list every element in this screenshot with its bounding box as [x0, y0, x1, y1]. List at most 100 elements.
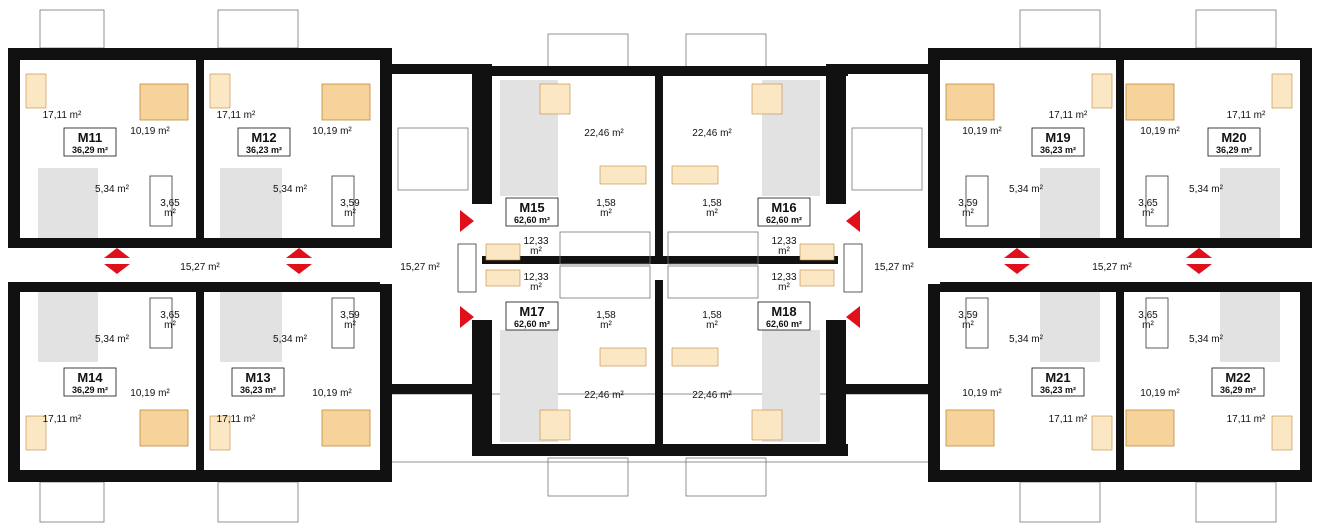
- room-area-label: 10,19 m²: [312, 388, 352, 399]
- room-area-label: 15,27 m²: [400, 262, 440, 273]
- room-area-label: 1,58: [702, 198, 722, 209]
- room-area-label: m²: [962, 208, 974, 219]
- room-area-label: 3,59: [340, 198, 360, 209]
- room-area-label: m²: [530, 246, 542, 257]
- entry-arrow-left-icon: [846, 210, 860, 232]
- room-area-label: 22,46 m²: [692, 390, 732, 401]
- unit-label-box: [237, 127, 291, 157]
- unit-size: 36,29 m²: [1220, 385, 1256, 395]
- room-area-label: 17,11 m²: [1049, 110, 1088, 121]
- room-area-label: 15,27 m²: [180, 262, 220, 273]
- unit-size: 36,29 m²: [1216, 145, 1252, 155]
- room-area-label: 17,11 m²: [43, 414, 82, 425]
- furniture: [25, 73, 1293, 451]
- room-area-label: 12,33: [523, 236, 548, 247]
- entry-arrow-down-icon: [104, 264, 130, 274]
- stairwells: [397, 127, 923, 299]
- room-area-label: m²: [600, 320, 612, 331]
- room-area-label: 1,58: [702, 310, 722, 321]
- room-area-label: m²: [778, 246, 790, 257]
- room-area-label: 22,46 m²: [584, 128, 624, 139]
- room-area-label: m²: [962, 320, 974, 331]
- room-area-label: 10,19 m²: [312, 126, 352, 137]
- room-area-label: 12,33: [523, 272, 548, 283]
- room-area-label: 17,11 m²: [217, 414, 256, 425]
- room-area-label: 3,59: [958, 310, 978, 321]
- unit-size: 36,29 m²: [72, 385, 108, 395]
- entry-arrow-down-icon: [1004, 264, 1030, 274]
- unit-label-box: [505, 301, 559, 331]
- room-area-label: 1,58: [596, 198, 616, 209]
- unit-size: 36,23 m²: [1040, 145, 1076, 155]
- unit-label-box: [1211, 367, 1265, 397]
- room-area-label: 10,19 m²: [130, 126, 170, 137]
- unit-name: M19: [1045, 130, 1070, 145]
- room-area-label: 12,33: [771, 236, 796, 247]
- unit-label-box: [63, 127, 117, 157]
- entry-arrow-right-icon: [460, 306, 474, 328]
- room-area-label: m²: [1142, 208, 1154, 219]
- room-area-label: 3,65: [1138, 310, 1158, 321]
- room-area-label: 3,65: [160, 310, 180, 321]
- room-area-label: 5,34 m²: [95, 184, 130, 195]
- room-area-label: 5,34 m²: [273, 184, 308, 195]
- unit-label-box: [63, 367, 117, 397]
- unit-name: M18: [771, 304, 796, 319]
- area-labels: 17,11 m² 10,19 m² 17,11 m² 10,19 m² 5,34 m² 5…: [43, 110, 1266, 425]
- unit-size: 36,23 m²: [246, 145, 282, 155]
- room-area-label: 5,34 m²: [1009, 334, 1044, 345]
- room-area-label: 5,34 m²: [1189, 334, 1224, 345]
- kitchen-floors: [38, 80, 1280, 442]
- unit-name: M17: [519, 304, 544, 319]
- room-area-label: 12,33: [771, 272, 796, 283]
- room-area-label: 5,34 m²: [1189, 184, 1224, 195]
- unit-size: 62,60 m²: [766, 215, 802, 225]
- room-area-label: m²: [706, 208, 718, 219]
- unit-size: 36,23 m²: [240, 385, 276, 395]
- room-area-label: 10,19 m²: [1140, 126, 1180, 137]
- entry-arrow-up-icon: [104, 248, 130, 258]
- unit-name: M11: [78, 130, 103, 145]
- unit-label-box: [1207, 127, 1261, 157]
- room-area-label: 3,65: [1138, 198, 1158, 209]
- unit-name: M15: [519, 200, 544, 215]
- room-area-label: 3,65: [160, 198, 180, 209]
- room-area-label: 10,19 m²: [962, 388, 1002, 399]
- unit-size: 62,60 m²: [514, 215, 550, 225]
- room-area-label: 15,27 m²: [874, 262, 914, 273]
- unit-label-box: [757, 197, 811, 227]
- entry-arrow-up-icon: [1186, 248, 1212, 258]
- room-area-label: 5,34 m²: [95, 334, 130, 345]
- room-area-label: 17,11 m²: [1049, 414, 1088, 425]
- unit-name: M21: [1045, 370, 1070, 385]
- unit-name: M12: [251, 130, 276, 145]
- room-area-label: m²: [530, 282, 542, 293]
- entrance-arrows: [104, 210, 1212, 328]
- unit-name: M16: [771, 200, 796, 215]
- room-area-label: m²: [600, 208, 612, 219]
- entry-arrow-right-icon: [460, 210, 474, 232]
- room-area-label: 22,46 m²: [584, 390, 624, 401]
- unit-label-box: [1031, 367, 1085, 397]
- room-area-label: 22,46 m²: [692, 128, 732, 139]
- unit-name: M22: [1225, 370, 1250, 385]
- room-area-label: 10,19 m²: [130, 388, 170, 399]
- room-area-label: m²: [164, 208, 176, 219]
- unit-size: 62,60 m²: [514, 319, 550, 329]
- room-area-label: 17,11 m²: [43, 110, 82, 121]
- room-area-label: m²: [778, 282, 790, 293]
- unit-label-box: [1031, 127, 1085, 157]
- entry-arrow-left-icon: [846, 306, 860, 328]
